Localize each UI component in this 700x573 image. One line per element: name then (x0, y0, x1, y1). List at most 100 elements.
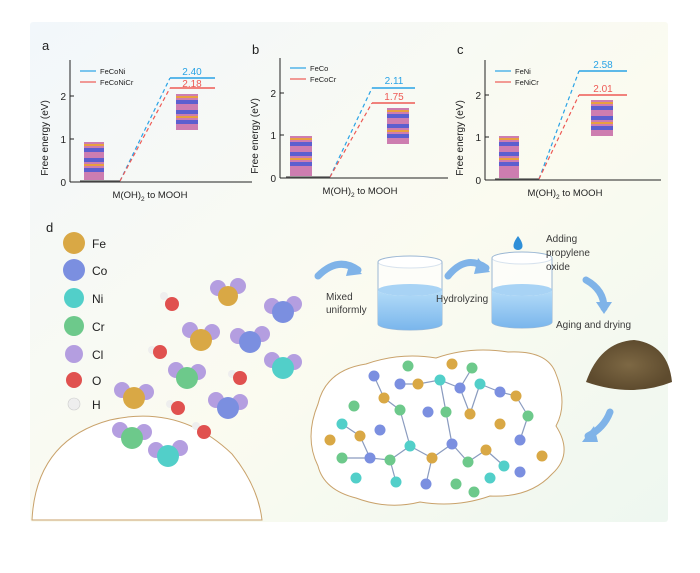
element-label: Co (92, 264, 108, 278)
panel-letter: d (46, 220, 53, 235)
step-label: propylene (546, 248, 590, 259)
atom-cl-icon (65, 345, 83, 363)
element-label: Fe (92, 237, 106, 251)
atom (412, 378, 424, 390)
value-label-blue: 2.58 (593, 60, 613, 71)
precursor-molecules (112, 278, 302, 467)
y-tick-label: 1 (475, 133, 481, 144)
atom (468, 486, 480, 498)
atom (446, 358, 458, 370)
element-label: Cl (92, 348, 103, 362)
y-tick-label: 1 (270, 131, 276, 142)
atom (336, 418, 348, 430)
atom-cr-icon (64, 316, 84, 336)
atom (474, 378, 486, 390)
y-tick-label: 2 (270, 89, 276, 100)
panel-letter: b (252, 42, 259, 57)
atom-o-icon (66, 372, 82, 388)
element-label: Cr (92, 320, 105, 334)
y-tick-label: 2 (60, 92, 66, 103)
atom (454, 382, 466, 394)
atom (480, 444, 492, 456)
value-label-red: 2.18 (182, 79, 202, 90)
molecule (166, 400, 185, 415)
atom (536, 450, 548, 462)
series-line-red (119, 87, 171, 182)
element-label: O (92, 374, 101, 388)
molecule (114, 382, 154, 409)
step-label: Mixed (326, 292, 353, 303)
value-label-red: 1.75 (384, 92, 404, 103)
panel-a: a Free energy (eV) 0 1 2 FeCoNi FeCoNiCr… (40, 38, 252, 203)
series-line-blue (119, 77, 171, 182)
molecule (210, 278, 246, 306)
atom-ni-icon (64, 288, 84, 308)
crystal-structure-initial (499, 136, 519, 178)
atom (522, 410, 534, 422)
value-label-blue: 2.40 (182, 67, 202, 78)
atom (494, 386, 506, 398)
series-line-blue (538, 70, 580, 180)
atom-co-icon (63, 259, 85, 281)
molecule (182, 322, 220, 351)
panel-letter: c (457, 42, 464, 57)
atom (510, 390, 522, 402)
value-label-red: 2.01 (593, 84, 613, 95)
atom (364, 452, 376, 464)
series-line-blue (329, 87, 373, 178)
atom (402, 360, 414, 372)
series-line-red (538, 94, 580, 180)
y-axis-label: Free energy (eV) (455, 100, 466, 176)
atom (420, 478, 432, 490)
y-axis-label: Free energy (eV) (250, 98, 261, 174)
molecule (112, 422, 152, 449)
atom (394, 404, 406, 416)
x-axis-label: M(OH)2 to MOOH (323, 186, 398, 199)
atom (484, 472, 496, 484)
legend: FeCo FeCoCr (290, 64, 337, 84)
panel-c: c Free energy (eV) 0 1 2 FeNi FeNiCr 2.5… (455, 42, 661, 201)
step-label: Aging and drying (556, 320, 631, 331)
crystal-structure-initial (290, 136, 312, 176)
atom (336, 452, 348, 464)
element-legend: Fe Co Ni Cr Cl O H (63, 232, 108, 412)
step-label: Adding (546, 234, 577, 245)
legend-label: FeCo (310, 64, 328, 73)
molecule (264, 352, 302, 379)
atom (368, 370, 380, 382)
panel-d: d Fe Co Ni Cr Cl O H (31, 220, 672, 521)
atom (348, 400, 360, 412)
atom (462, 456, 474, 468)
atom (422, 406, 434, 418)
y-axis-label: Free energy (eV) (40, 100, 51, 176)
panel-b: b Free energy (eV) 0 1 2 FeCo FeCoCr 2.1… (250, 42, 448, 199)
legend-label: FeCoNiCr (100, 78, 134, 87)
atom (426, 452, 438, 464)
atom (404, 440, 416, 452)
step-label: uniformly (326, 305, 367, 316)
atom (494, 418, 506, 430)
atom (464, 408, 476, 420)
y-tick-label: 0 (475, 176, 481, 187)
atom (390, 476, 402, 488)
atom (434, 374, 446, 386)
molecule (264, 296, 302, 323)
atom (324, 434, 336, 446)
y-tick-label: 0 (60, 178, 66, 189)
crystal-structure-final (591, 100, 613, 136)
crystal-structure-final (176, 94, 198, 130)
powder-pile (586, 340, 672, 390)
molecule (192, 422, 211, 439)
atom (450, 478, 462, 490)
element-label: Ni (92, 292, 103, 306)
step-label: oxide (546, 262, 570, 273)
molecule (148, 345, 167, 359)
legend-label: FeCoNi (100, 67, 126, 76)
atom (498, 460, 510, 472)
atom-h-icon (67, 397, 81, 411)
beaker-icon (491, 251, 553, 329)
molecule (208, 392, 248, 419)
molecule (230, 326, 270, 353)
gel-atoms (324, 358, 548, 498)
